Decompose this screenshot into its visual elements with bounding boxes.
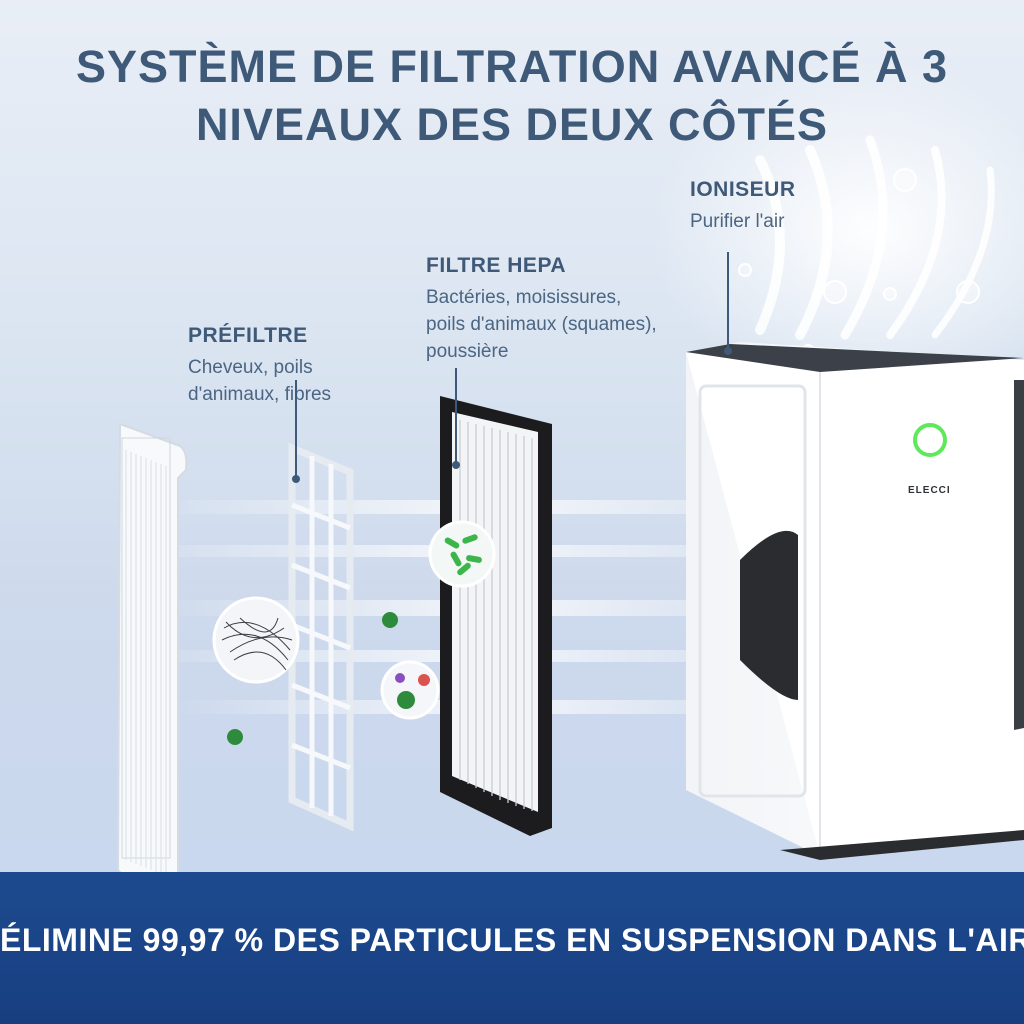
hepa-desc: Bactéries, moisissures, poils d'animaux … <box>426 287 657 362</box>
prefilter-callout: PRÉFILTRE Cheveux, poils d'animaux, fibr… <box>188 324 331 408</box>
prefilter-desc: Cheveux, poils d'animaux, fibres <box>188 357 332 405</box>
ioniser-title: IONISEUR <box>690 178 796 201</box>
ioniser-callout: IONISEUR Purifier l'air <box>690 178 796 235</box>
prefilter-title: PRÉFILTRE <box>188 324 308 347</box>
hepa-title: FILTRE HEPA <box>426 254 567 277</box>
hepa-callout: FILTRE HEPA Bactéries, moisissures, poil… <box>426 254 657 365</box>
germs-magnifier <box>380 660 440 720</box>
hair-magnifier <box>212 596 300 684</box>
prefilter-panel <box>116 422 188 926</box>
prefilter-mesh-frame <box>288 442 354 832</box>
prefilter-leader-dot <box>292 475 300 483</box>
hepa-leader-line <box>452 368 460 469</box>
ioniser-glow <box>650 60 1024 400</box>
page-title: SYSTÈME DE FILTRATION AVANCÉ À 3 NIVEAUX… <box>0 38 1024 154</box>
bacteria-magnifier <box>428 520 496 588</box>
ioniser-airflow <box>755 135 995 340</box>
footer-claim: ÉLIMINE 99,97 % DES PARTICULES EN SUSPEN… <box>0 922 1024 958</box>
floating-germs <box>227 612 398 745</box>
air-quality-indicator-ring <box>913 423 947 457</box>
prefilter-leader-line <box>292 380 300 483</box>
ioniser-leader-dot <box>724 347 732 355</box>
headline-line-1: SYSTÈME DE FILTRATION AVANCÉ À 3 <box>75 41 949 92</box>
ioniser-desc: Purifier l'air <box>690 211 785 232</box>
footer-band <box>0 872 1024 1024</box>
headline-line-2: NIVEAUX DES DEUX CÔTÉS <box>195 99 829 150</box>
hepa-filter <box>440 396 552 836</box>
purifier-unit <box>686 342 1024 860</box>
brand-logo: ELECCI <box>908 485 951 496</box>
ioniser-leader-line <box>724 252 732 355</box>
hepa-leader-dot <box>452 461 460 469</box>
